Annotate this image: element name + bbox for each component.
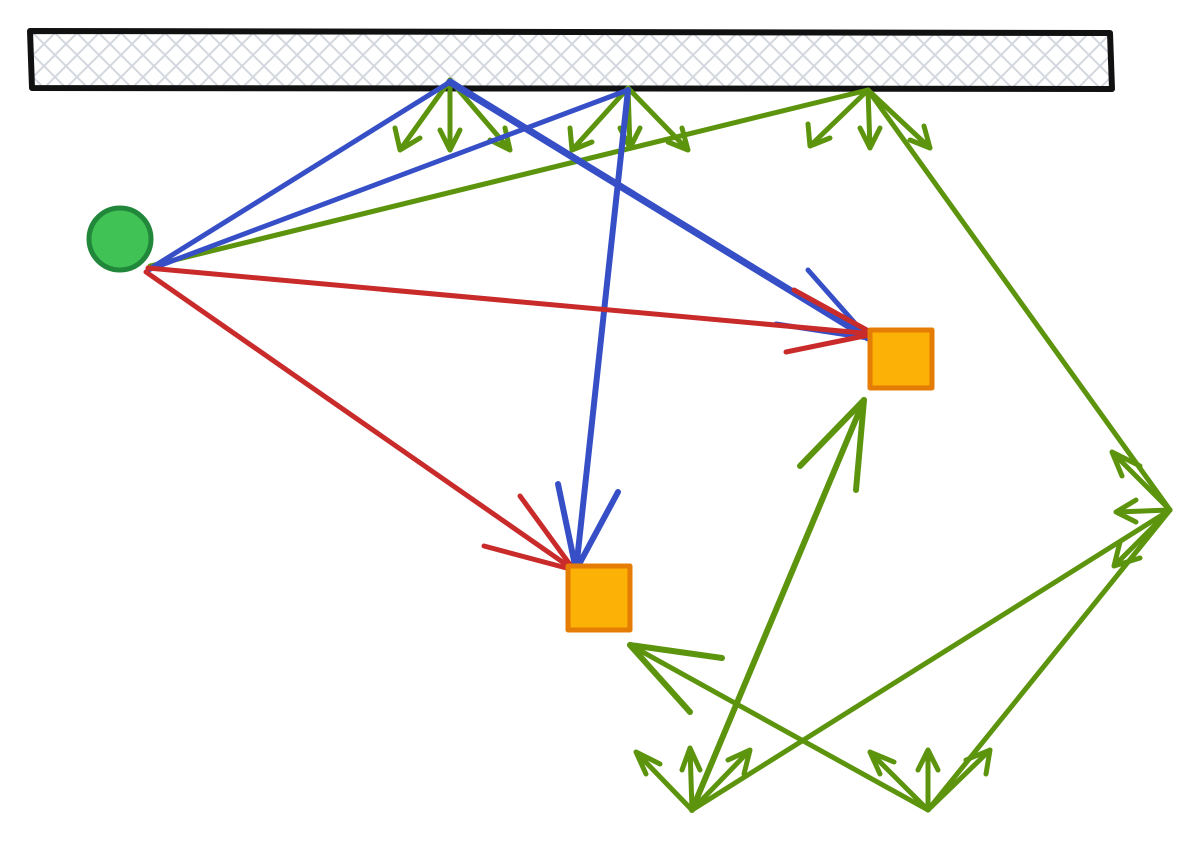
- wall-reflection-fan-1: [392, 77, 513, 153]
- blue-wall-to-upper-receiver: [446, 78, 872, 342]
- receiver-upper-right: [867, 327, 935, 391]
- red-source-to-lower-receiver: [143, 269, 577, 573]
- green-right-to-bottom-right: [925, 507, 1173, 813]
- green-right-to-bottom-left: [689, 507, 1173, 813]
- red-arrowhead-upper-receiver: [783, 287, 877, 355]
- blue-source-to-wall-1: [145, 79, 453, 273]
- floor-reflection-fan-1: [633, 745, 753, 813]
- red-source-to-upper-receiver: [145, 265, 877, 337]
- reflecting-wall: [27, 28, 1115, 92]
- green-arrow-fans: [392, 77, 1173, 813]
- green-bottom-to-upper-receiver: [689, 397, 867, 813]
- green-wall-to-right-side: [865, 87, 1173, 513]
- green-arrowhead-upper-receiver: [797, 397, 867, 493]
- blue-source-to-wall-2: [145, 87, 631, 273]
- direct-paths: [143, 265, 877, 573]
- green-source-to-wall: [147, 87, 871, 269]
- multi-reflection-paths: [147, 87, 1173, 813]
- blue-arrowhead-lower-receiver: [555, 481, 621, 573]
- wall-reflection-fan-3: [805, 87, 933, 151]
- receiver-lower-middle: [565, 563, 633, 633]
- green-arrowhead-lower-receiver: [627, 642, 725, 715]
- red-arrowhead-lower-receiver: [481, 493, 577, 573]
- blue-wall-to-lower-receiver: [573, 87, 631, 573]
- wall-reflection-fan-2: [567, 85, 691, 153]
- sound-source: [86, 205, 154, 273]
- green-bottom-to-lower-receiver: [627, 642, 931, 813]
- side-reflection-fan: [1109, 449, 1173, 569]
- floor-reflection-fan-2: [867, 747, 993, 813]
